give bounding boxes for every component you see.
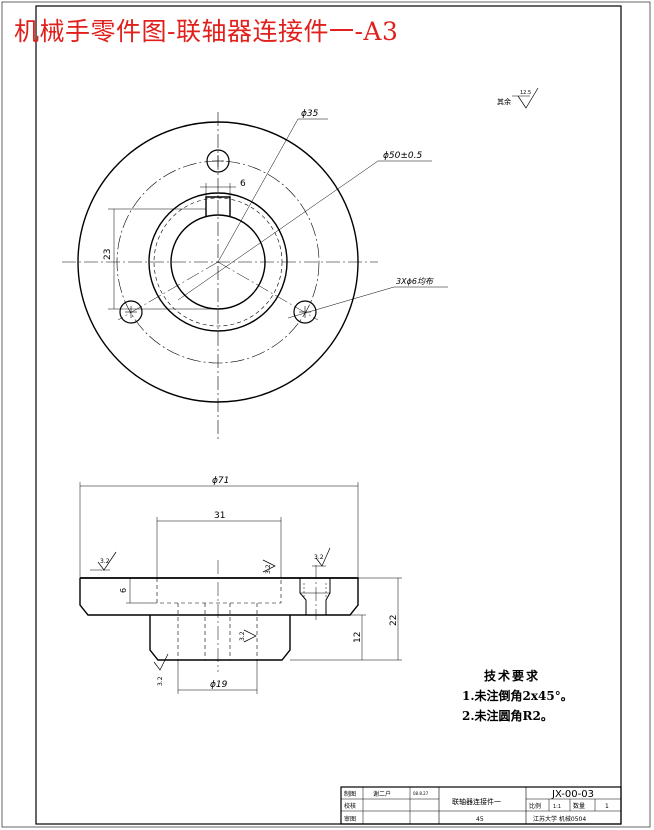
title-block	[340, 786, 622, 825]
bolt-hole-left	[119, 300, 143, 324]
tb-scale-value: 1:1	[553, 804, 561, 810]
bolt-hole-top	[206, 149, 230, 173]
technical-requirements: 技术要求 1.未注倒角2x45°。 2.未注圆角R2。	[462, 666, 573, 726]
dim-22: 22	[389, 615, 399, 626]
roughness-other-symbol	[517, 87, 539, 109]
flange-outline	[79, 577, 359, 661]
tb-drawing-no: JX-00-03	[551, 789, 594, 800]
roughness-label-1: 3.2	[100, 558, 110, 565]
dim-12: 12	[353, 632, 363, 643]
dim-holes: 3Xϕ6均布	[396, 277, 434, 286]
tb-school: 江苏大学 机械0504	[533, 815, 586, 823]
leader-d35	[217, 118, 299, 263]
roughness-symbol-2	[262, 559, 276, 573]
tech-item-1: 1.未注倒角2x45°。	[462, 689, 573, 703]
tb-date: 08.8.27	[413, 791, 429, 796]
drawing-title: 机械手零件图-联轴器连接件一-A3	[14, 17, 399, 46]
dim-d71: ϕ71	[212, 476, 229, 486]
hub-circle	[148, 192, 288, 332]
dim-d19: ϕ19	[210, 680, 228, 690]
dim-6: 6	[119, 588, 128, 593]
keyway	[205, 196, 231, 217]
roughness-label-4: 3.2	[239, 631, 246, 641]
roughness-label-5: 3.2	[157, 676, 164, 686]
tb-part-name: 联轴器连接件一	[452, 797, 501, 806]
hidden-circle	[153, 197, 283, 327]
leader-d50	[177, 160, 379, 301]
inner-border	[35, 5, 622, 825]
roughness-label-2: 3.2	[265, 564, 272, 574]
tech-item-2: 2.未注圆角R2。	[462, 709, 553, 723]
tb-qty-label: 数量	[573, 802, 585, 810]
front-view	[79, 87, 539, 694]
dim-23: 23	[103, 249, 113, 260]
roughness-label-3: 3.2	[314, 554, 324, 561]
dim-d50: ϕ50±0.5	[383, 151, 423, 161]
tb-material: 45	[476, 816, 484, 823]
tb-check-label: 校核	[344, 802, 356, 810]
roughness-symbol-5	[153, 653, 169, 671]
roughness-symbol-4	[243, 629, 257, 643]
leader-holes	[287, 286, 395, 319]
outer-circle	[77, 121, 359, 403]
tb-drawn-label: 制图	[344, 790, 356, 798]
tech-heading: 技术要求	[484, 669, 541, 683]
top-view	[62, 112, 448, 440]
tb-review-label: 审图	[344, 815, 356, 823]
dim-31: 31	[214, 511, 225, 521]
tb-qty-value: 1	[605, 803, 609, 810]
tb-drawn-by: 谢二户	[373, 790, 391, 798]
roughness-other-value: 12.5	[520, 90, 531, 96]
bolt-hole-right	[293, 300, 317, 324]
roughness-other-label: 其余	[497, 97, 511, 106]
tb-scale-label: 比例	[529, 802, 541, 810]
dim-keyway-6: 6	[240, 179, 246, 189]
dim-d35: ϕ35	[301, 109, 319, 119]
